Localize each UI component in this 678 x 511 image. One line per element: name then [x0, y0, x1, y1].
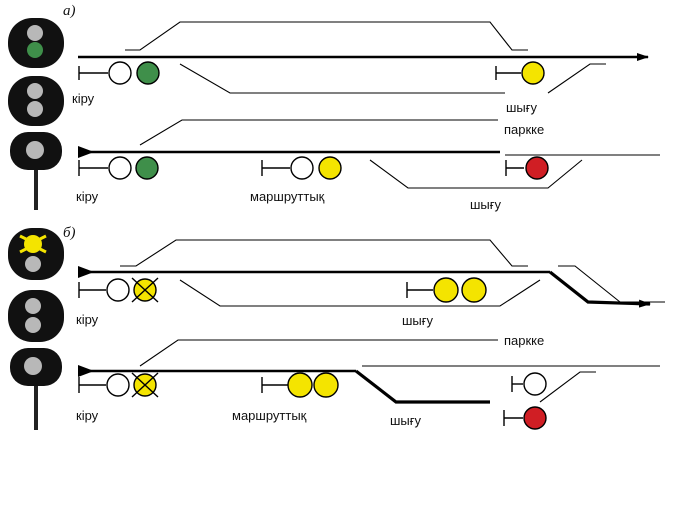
entry-label: кіру [76, 408, 99, 423]
mast-head-lower [8, 290, 64, 342]
station-track-lower-b: паркке кіру маршруттық [76, 333, 660, 430]
mast-lamp-flashing-yellow [19, 234, 47, 254]
entry-label: кіру [72, 91, 95, 106]
lamp-white [290, 156, 314, 180]
station-track-lower-a: паркке кіру маршруттық [76, 119, 660, 212]
lamp-white [108, 156, 132, 180]
mast-lamp-green [27, 42, 43, 58]
lamp-yellow [313, 372, 339, 398]
exit-label: шығу [390, 413, 422, 428]
lamp-yellow [318, 156, 342, 180]
park-label: паркке [504, 333, 544, 348]
siding-top [139, 339, 498, 367]
exit-signal-white [511, 372, 547, 396]
route-signal [261, 372, 339, 398]
entry-signal [78, 61, 160, 85]
station-track-upper-b: кіру шығу [76, 239, 665, 328]
lamp-yellow [521, 61, 545, 85]
mast-signal-b [8, 228, 64, 430]
entry-label: кіру [76, 312, 99, 327]
exit-signal [495, 61, 545, 85]
exit-signal-red [503, 406, 547, 430]
exit-signal [505, 156, 549, 180]
lamp-green [136, 61, 160, 85]
panel-a-letter: а) [63, 3, 76, 19]
flashing-mark [131, 277, 159, 303]
lamp-yellow [433, 277, 459, 303]
lamp-white [523, 372, 547, 396]
siding-bottom-right [547, 63, 606, 94]
exit-signal [406, 277, 487, 303]
lamp-red [523, 406, 547, 430]
exit-label: шығу [506, 100, 538, 115]
lamp-yellow [287, 372, 313, 398]
exit-label: шығу [402, 313, 434, 328]
lamp-green [135, 156, 159, 180]
route-label: маршруттық [250, 189, 325, 204]
mast-signal-a [8, 18, 64, 210]
lamp-white [108, 61, 132, 85]
mast-lamp-off [25, 298, 41, 314]
panel-b-letter: б) [63, 225, 76, 241]
panel-a: а) кіру [8, 3, 660, 212]
lamp-red [525, 156, 549, 180]
mast-head-upper [8, 228, 64, 280]
mast-lamp-off [27, 83, 43, 99]
mast-lamp-off [26, 141, 44, 159]
route-signal [261, 156, 342, 180]
mast-lamp-off [24, 357, 42, 375]
lamp-white [106, 373, 130, 397]
track-arrow-head [78, 146, 94, 158]
entry-label: кіру [76, 189, 99, 204]
mast-lamp-off [27, 25, 43, 41]
exit-label: шығу [470, 197, 502, 212]
entry-signal [78, 277, 159, 303]
track-continuation [558, 265, 665, 303]
siding-top [139, 119, 498, 146]
track-arrow-head [78, 365, 94, 377]
route-divergence-arrow [549, 270, 651, 308]
siding-top [120, 239, 528, 267]
siding-bottom-right [539, 371, 596, 403]
siding-bottom [179, 279, 541, 307]
entry-signal [78, 372, 159, 398]
flashing-mark [131, 372, 159, 398]
mast-lamp-off [25, 317, 41, 333]
route-divergence [355, 369, 490, 404]
siding-bottom [369, 159, 583, 189]
panel-b: б) [8, 225, 665, 430]
mast-head-lower [8, 76, 64, 126]
mast-lamp-off [25, 256, 41, 272]
park-label: паркке [504, 122, 544, 137]
track-arrow-head [78, 266, 94, 278]
entry-signal [78, 156, 159, 180]
siding-top [125, 21, 528, 51]
lamp-yellow [461, 277, 487, 303]
siding-bottom-left [179, 63, 505, 94]
route-label: маршруттық [232, 408, 307, 423]
lamp-white [106, 278, 130, 302]
station-track-upper-a: кіру шығу [72, 21, 649, 115]
mast-lamp-off [27, 101, 43, 117]
